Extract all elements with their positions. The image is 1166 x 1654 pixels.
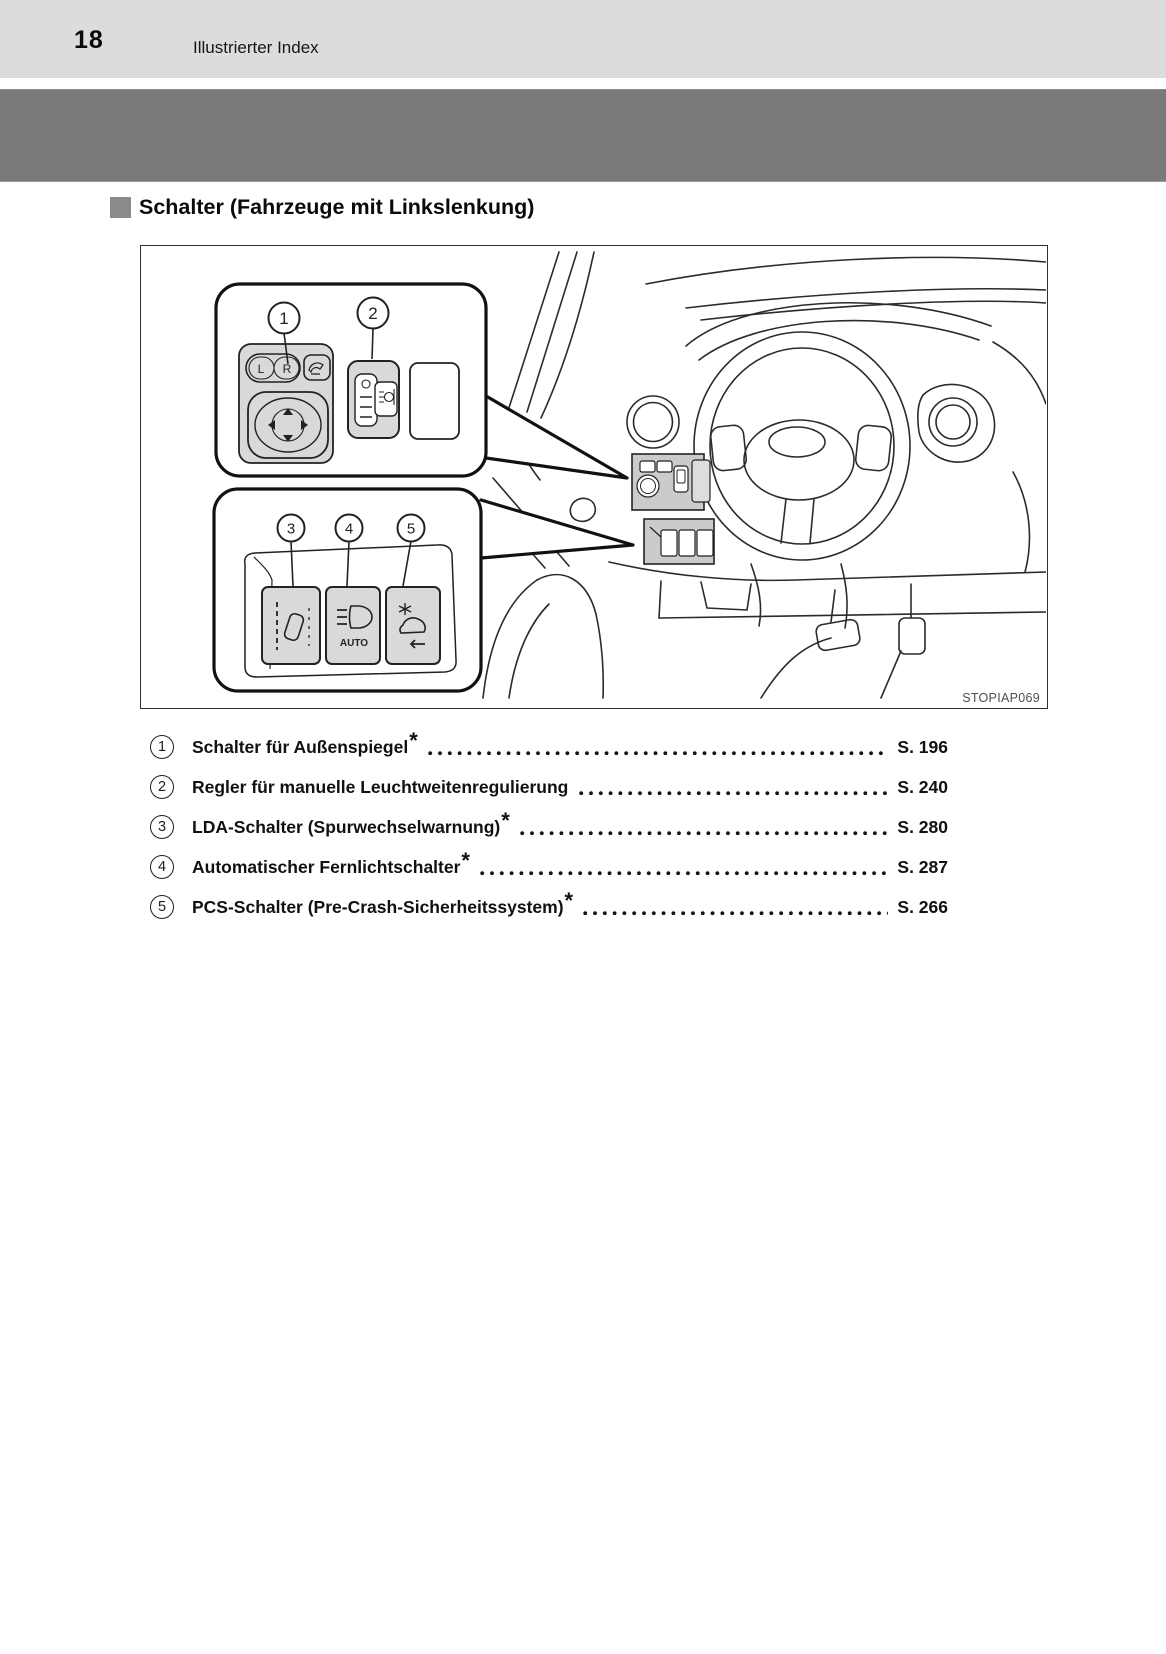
auto-label: AUTO [340, 638, 368, 649]
arrow-up-icon [283, 408, 293, 415]
item-page-ref: S. 266 [897, 896, 948, 917]
dot-leader [579, 790, 889, 796]
dashboard-line-art [482, 251, 1046, 699]
item-label: LDA-Schalter (Spurwechselwarnung) [192, 816, 501, 837]
section-heading: Schalter (Fahrzeuge mit Linkslenkung) [110, 195, 534, 220]
callout-box-driver-switches: AUTO 3 4 5 [212, 487, 483, 693]
item-number-circle: 2 [150, 775, 174, 799]
callout-number-4: 4 [345, 521, 353, 538]
switches-illustration: L R [140, 245, 1048, 709]
lda-icon [276, 602, 310, 650]
figure-code: STOPIAP069 [958, 691, 1040, 705]
mirror-right-label: R [283, 362, 292, 376]
pedals [815, 583, 926, 655]
item-page-ref: S. 280 [897, 816, 948, 837]
callout-number-2: 2 [368, 304, 377, 323]
callout-circle-1 [267, 301, 301, 335]
index-item: 2 Regler für manuelle Leuchtweitenreguli… [150, 767, 948, 807]
pcs-switch-graphic [385, 586, 441, 665]
callout-circle-4 [334, 513, 364, 543]
callout-box-mirror-switches: L R [214, 282, 488, 478]
chapter-title-band [0, 89, 1166, 182]
dot-leader [479, 870, 889, 876]
dot-leader [427, 750, 889, 756]
page-header-bar: 18 Illustrierter Index [0, 0, 1166, 78]
callout-number-1: 1 [279, 309, 288, 328]
arrow-right-icon [301, 420, 308, 430]
index-item: 4 Automatischer Fernlichtschalter * S. 2… [150, 847, 948, 887]
item-number-circle: 4 [150, 855, 174, 879]
auto-high-beam-icon [337, 605, 373, 629]
seat-outline [482, 573, 605, 699]
illustration-svg: L R [212, 251, 1046, 699]
index-item: 1 Schalter für Außenspiegel * S. 196 [150, 727, 948, 767]
highlighted-mirror-panel [631, 453, 711, 511]
index-list: 1 Schalter für Außenspiegel * S. 196 2 R… [150, 727, 948, 927]
mirror-left-label: L [258, 362, 265, 376]
header-title: Illustrierter Index [193, 38, 319, 57]
lda-switch-graphic [261, 586, 321, 665]
item-page-ref: S. 287 [897, 856, 948, 877]
callout-number-3: 3 [287, 521, 295, 538]
callout-number-5: 5 [407, 521, 415, 538]
item-number-circle: 5 [150, 895, 174, 919]
section-heading-text: Schalter (Fahrzeuge mit Linkslenkung) [139, 195, 535, 219]
callout-pointer-2 [479, 498, 635, 560]
arrow-down-icon [283, 435, 293, 442]
steering-wheel [693, 331, 911, 561]
right-air-vent [917, 383, 996, 463]
index-item: 5 PCS-Schalter (Pre-Crash-Sicherheitssys… [150, 887, 948, 927]
item-label: Automatischer Fernlichtschalter [192, 856, 461, 877]
dot-leader [519, 830, 889, 836]
mirror-fold-icon [308, 362, 324, 375]
callout-circle-5 [396, 513, 426, 543]
item-label: Schalter für Außenspiegel [192, 736, 409, 757]
mirror-switch-graphic: L R [238, 343, 334, 464]
item-page-ref: S. 196 [897, 736, 948, 757]
callout-circle-2 [356, 296, 390, 330]
dot-leader [583, 910, 889, 916]
callout-circle-3 [276, 513, 306, 543]
callout-pointer-1 [484, 394, 629, 480]
item-label: Regler für manuelle Leuchtweitenregulier… [192, 776, 569, 797]
arrow-left-icon [268, 420, 275, 430]
blank-switch-slot [409, 362, 460, 440]
item-number-circle: 1 [150, 735, 174, 759]
leveling-dial-graphic [347, 360, 400, 439]
left-air-vent [626, 395, 680, 449]
switch-plate-graphic [243, 544, 457, 678]
door-handle [569, 497, 597, 523]
square-bullet-icon [110, 197, 131, 218]
item-number-circle: 3 [150, 815, 174, 839]
page-number: 18 [74, 26, 104, 54]
index-item: 3 LDA-Schalter (Spurwechselwarnung) * S.… [150, 807, 948, 847]
item-page-ref: S. 240 [897, 776, 948, 797]
auto-high-beam-switch-graphic: AUTO [325, 586, 381, 665]
pcs-icon [398, 603, 426, 649]
item-label: PCS-Schalter (Pre-Crash-Sicherheitssyste… [192, 896, 564, 917]
highlighted-switch-row-panel [643, 518, 715, 565]
headlight-leveling-icon [379, 389, 395, 405]
